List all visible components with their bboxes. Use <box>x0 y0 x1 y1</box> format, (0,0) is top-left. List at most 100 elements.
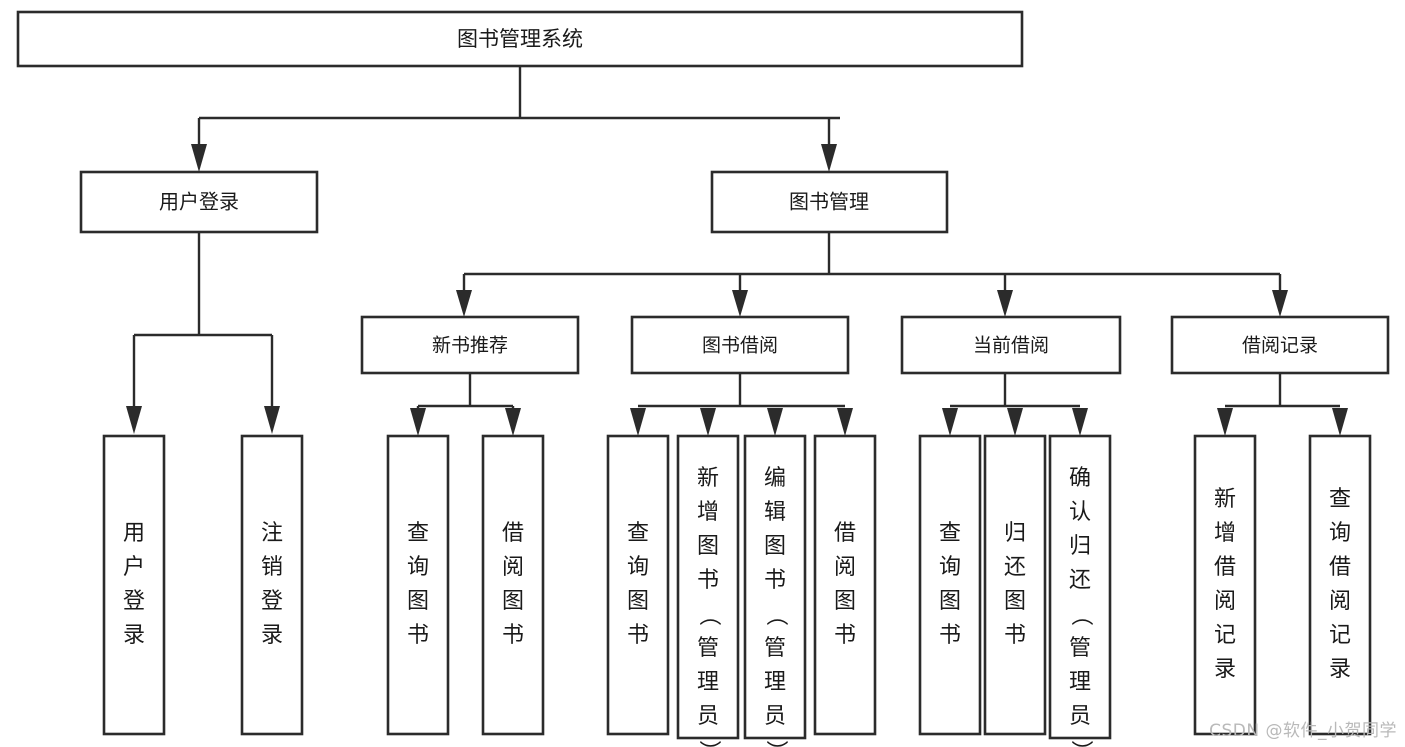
leaf-query-book-current-char: 询 <box>939 555 961 580</box>
watermark-text: CSDN @软件_小贺同学 <box>1209 721 1397 741</box>
leaf-return-book-box[interactable] <box>983 434 1047 736</box>
leaf-add-borrow-record-char: 借 <box>1214 555 1236 580</box>
node-book-borrow[interactable]: 图书借阅 <box>630 315 850 375</box>
leaf-add-book-admin-char: ） <box>696 740 721 747</box>
node-new-book-recommend[interactable]: 新书推荐 <box>360 315 580 375</box>
leaf-query-book-rec[interactable]: 查询图书查询图书 <box>386 434 450 736</box>
leaf-confirm-return-admin-char: 归 <box>1069 534 1091 559</box>
leaf-add-book-admin-char: 员 <box>697 704 719 729</box>
leaf-logout-char: 登 <box>261 589 283 614</box>
leaf-edit-book-admin-char: 图 <box>764 534 786 559</box>
leaf-edit-book-admin-char: 编 <box>764 466 786 491</box>
leaf-query-book-current-char: 查 <box>939 521 961 546</box>
leaf-borrow-book-box[interactable] <box>813 434 877 736</box>
leaf-logout[interactable]: 注销登录注销登录 <box>240 434 304 736</box>
leaf-add-borrow-record-char: 增 <box>1214 521 1236 546</box>
leaf-add-borrow-record-char: 记 <box>1214 623 1236 648</box>
arrow-head-cb-1 <box>942 408 958 436</box>
leaf-query-book-borrow-char: 查 <box>627 521 649 546</box>
leaf-edit-book-admin-char: 管 <box>764 636 786 661</box>
leaf-query-borrow-record[interactable]: 查询借阅记录查询借阅记录 <box>1308 434 1372 736</box>
leaf-user-login-box[interactable] <box>102 434 166 736</box>
leaf-logout-char: 销 <box>261 555 283 580</box>
leaf-user-login-char: 登 <box>123 589 145 614</box>
node-current-borrow[interactable]: 当前借阅 <box>900 315 1122 375</box>
leaf-user-login[interactable]: 用户登录用户登录 <box>102 434 166 736</box>
leaf-query-book-rec-char: 询 <box>407 555 429 580</box>
node-root-box[interactable] <box>16 10 1024 68</box>
arrow-head-l2-4 <box>1272 290 1288 317</box>
leaf-user-login-char: 录 <box>123 623 145 648</box>
arrow-head-nb-2 <box>505 408 521 436</box>
leaf-edit-book-admin-box[interactable] <box>743 434 807 740</box>
arrow-head-rc-2 <box>1332 408 1348 436</box>
node-book-management-box[interactable] <box>710 170 949 234</box>
leaf-edit-book-admin-char: 理 <box>764 670 786 695</box>
leaf-borrow-book-rec-box[interactable] <box>481 434 545 736</box>
leaf-confirm-return-admin-char: 认 <box>1069 500 1091 525</box>
leaf-add-book-admin-char: 图 <box>697 534 719 559</box>
leaf-query-borrow-record-box[interactable] <box>1308 434 1372 736</box>
arrow-head-bw-3 <box>767 408 783 436</box>
leaf-query-book-borrow[interactable]: 查询图书查询图书 <box>606 434 670 736</box>
leaf-query-borrow-record-char: 录 <box>1329 657 1351 682</box>
leaf-confirm-return-admin-box[interactable] <box>1048 434 1112 740</box>
node-root[interactable]: 图书管理系统 <box>16 10 1024 68</box>
leaf-borrow-book-rec[interactable]: 借阅图书借阅图书 <box>481 434 545 736</box>
arrow-head-cb-3 <box>1072 408 1088 436</box>
leaf-borrow-book-char: 阅 <box>834 555 856 580</box>
arrow-head-login-leaf-1 <box>126 406 142 434</box>
leaf-borrow-book-rec-char: 书 <box>502 623 524 648</box>
leaf-logout-box[interactable] <box>240 434 304 736</box>
leaf-add-book-admin-char: 书 <box>697 568 719 593</box>
leaf-edit-book-admin-char: 辑 <box>764 500 786 525</box>
node-user-login[interactable]: 用户登录 <box>79 170 319 234</box>
leaf-query-book-current[interactable]: 查询图书查询图书 <box>918 434 982 736</box>
node-book-management[interactable]: 图书管理 <box>710 170 949 234</box>
leaf-add-book-admin-box[interactable] <box>676 434 740 740</box>
leaf-borrow-book-char: 借 <box>834 521 856 546</box>
leaf-borrow-book[interactable]: 借阅图书借阅图书 <box>813 434 877 736</box>
leaf-add-borrow-record[interactable]: 新增借阅记录新增借阅记录 <box>1193 434 1257 736</box>
node-current-borrow-box[interactable] <box>900 315 1122 375</box>
node-borrow-record-box[interactable] <box>1170 315 1390 375</box>
leaf-borrow-book-rec-char: 图 <box>502 589 524 614</box>
arrow-head-login-leaf-2 <box>264 406 280 434</box>
arrow-head-bw-1 <box>630 408 646 436</box>
leaf-query-book-borrow-char: 图 <box>627 589 649 614</box>
arrow-head-rc-1 <box>1217 408 1233 436</box>
leaf-query-book-borrow-char: 询 <box>627 555 649 580</box>
leaf-query-book-current-char: 图 <box>939 589 961 614</box>
node-borrow-record[interactable]: 借阅记录 <box>1170 315 1390 375</box>
leaf-edit-book-admin-char: 员 <box>764 704 786 729</box>
leaf-return-book[interactable]: 归还图书归还图书 <box>983 434 1047 736</box>
leaf-return-book-char: 归 <box>1004 521 1026 546</box>
leaf-add-borrow-record-box[interactable] <box>1193 434 1257 736</box>
arrow-head-to-bookmgmt <box>821 144 837 172</box>
leaf-query-book-current-char: 书 <box>939 623 961 648</box>
node-new-book-recommend-box[interactable] <box>360 315 580 375</box>
leaf-borrow-book-char: 图 <box>834 589 856 614</box>
leaf-query-borrow-record-char: 询 <box>1329 521 1351 546</box>
leaf-query-book-current-box[interactable] <box>918 434 982 736</box>
node-user-login-label: 用户登录 <box>159 190 239 214</box>
leaf-query-borrow-record-char: 查 <box>1329 487 1351 512</box>
leaf-query-book-borrow-box[interactable] <box>606 434 670 736</box>
node-book-borrow-box[interactable] <box>630 315 850 375</box>
leaf-query-borrow-record-char: 记 <box>1329 623 1351 648</box>
node-book-borrow-label: 图书借阅 <box>702 335 778 357</box>
node-user-login-box[interactable] <box>79 170 319 234</box>
arrow-head-bw-2 <box>700 408 716 436</box>
leaf-return-book-char: 书 <box>1004 623 1026 648</box>
node-borrow-record-label: 借阅记录 <box>1242 335 1318 357</box>
leaf-confirm-return-admin-char: ） <box>1068 740 1093 747</box>
leaf-query-book-borrow-char: 书 <box>627 623 649 648</box>
leaf-query-book-rec-char: 书 <box>407 623 429 648</box>
leaf-return-book-char: 还 <box>1004 555 1026 580</box>
leaf-query-book-rec-box[interactable] <box>386 434 450 736</box>
